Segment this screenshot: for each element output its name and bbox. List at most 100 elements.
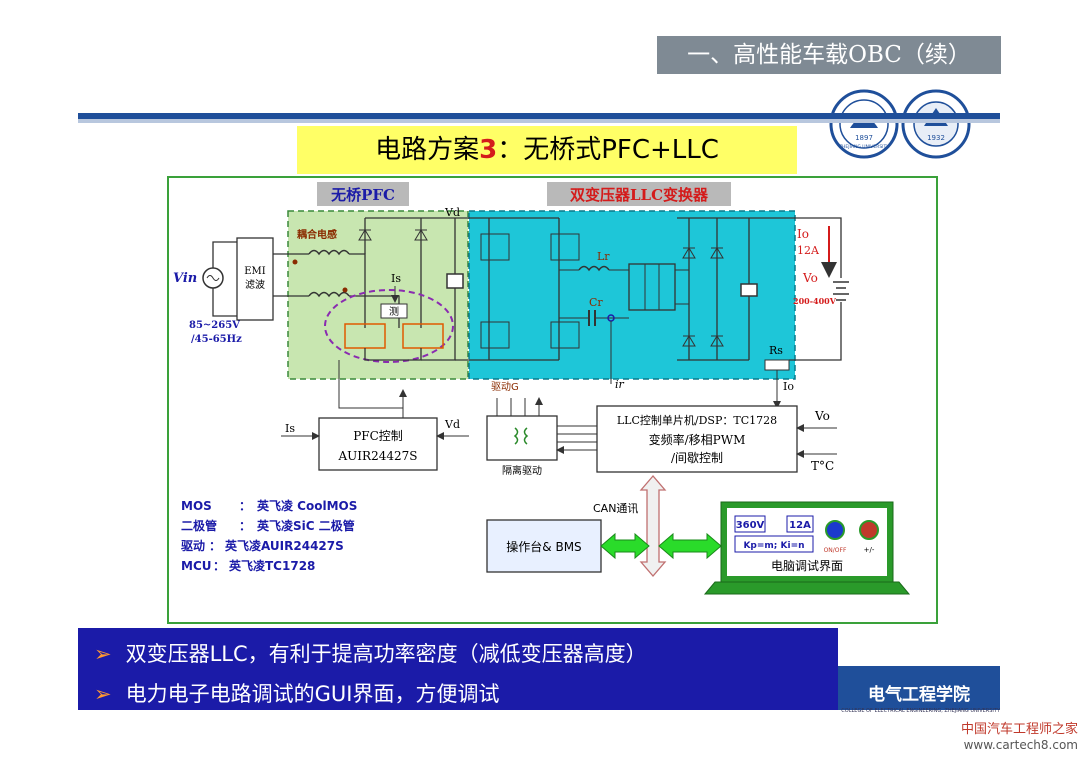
cr-label: Cr <box>589 296 603 309</box>
gui-pid-field[interactable]: Kp=m; Ki=n <box>743 541 804 551</box>
rect-diode-icon <box>682 335 696 347</box>
top-band <box>78 113 1000 123</box>
plusminus-label: +/- <box>864 546 875 554</box>
inductor-bottom-icon <box>308 291 350 298</box>
temp-label: T°C <box>811 459 834 473</box>
component-value: 英飞凌AUIR24427S <box>225 538 344 553</box>
college-band <box>838 666 1000 710</box>
bullet-text: 双变压器LLC，有利于提高功率密度（减低变压器高度） <box>125 642 647 666</box>
llc-control-title: LLC控制单片机/DSP：TC1728 <box>617 413 777 427</box>
title-number: 3 <box>479 135 498 165</box>
title-prefix: 电路方案 <box>375 135 480 165</box>
sense-ellipse <box>324 289 454 363</box>
vo-label: Vo <box>802 271 818 285</box>
vo-range: 200-400V <box>793 296 837 306</box>
pfc-area <box>287 210 469 380</box>
gui-link-arrow <box>658 532 722 560</box>
lr-inductor-icon <box>578 265 610 272</box>
io-sense-label: Io <box>783 380 794 393</box>
pfc-control-chip: AUIR24427S <box>338 449 418 463</box>
input-range-1: 85~265V <box>189 320 240 331</box>
can-label: CAN通讯 <box>593 502 638 515</box>
transformer-icon <box>628 263 676 311</box>
llc-control-burst: /间歇控制 <box>671 451 723 465</box>
gui-current-field[interactable]: 12A <box>789 520 811 531</box>
emi-label-1: EMI <box>244 266 266 277</box>
llc-control-block <box>596 405 798 473</box>
bullet-box: ➢ 双变压器LLC，有利于提高功率密度（减低变压器高度） ➢ 电力电子电路调试的GU… <box>78 628 838 710</box>
llc-switch-icon <box>550 233 580 261</box>
vin-label: Vin <box>173 271 197 286</box>
component-value: 英飞凌TC1728 <box>229 558 315 573</box>
console-bms-block <box>486 519 602 573</box>
plusminus-button[interactable] <box>859 520 879 540</box>
zju-logo-icon: 1897 ZHEJIANG UNIVERSITY <box>829 89 899 159</box>
llc-vo-input-label: Vo <box>814 409 830 423</box>
title-suffix: ：无桥式PFC+LLC <box>497 135 719 165</box>
pfc-vd-input-label: Vd <box>444 418 460 431</box>
llc-control-pwm: 变频率/移相PWM <box>649 432 746 447</box>
llc-section-label: 双变压器LLC变换器 <box>570 186 709 204</box>
input-range-2: /45-65Hz <box>191 334 242 345</box>
component-key: MOS <box>181 499 212 513</box>
logo-year-right: 1932 <box>927 134 945 142</box>
io-label: Io <box>797 227 809 241</box>
ir-label: ir <box>615 378 625 391</box>
llc-section-label-bg <box>547 182 731 206</box>
rect-diode-icon <box>710 247 724 259</box>
output-capacitor-icon <box>740 283 758 297</box>
laptop-base-icon <box>703 581 911 595</box>
isolation-transformer-icon <box>513 427 529 445</box>
bullet-text: 电力电子电路调试的GUI界面，方便调试 <box>125 682 500 706</box>
component-sep: ： <box>239 499 251 513</box>
logo-year: 1897 <box>855 134 873 142</box>
console-bms-label: 操作台& BMS <box>506 539 581 554</box>
isolated-drive-block <box>486 415 558 461</box>
io-value: 12A <box>797 244 820 257</box>
gui-voltage-field[interactable]: 360V <box>736 520 765 531</box>
pfc-is-input-label: Is <box>285 422 295 435</box>
bullet-item: ➢ 电力电子电路调试的GUI界面，方便调试 <box>94 678 499 708</box>
rect-diode-icon <box>682 247 696 259</box>
coupled-inductor-label: 耦合电感 <box>297 228 337 241</box>
pfc-section-label: 无桥PFC <box>330 186 395 204</box>
diagram-frame: 无桥PFC 双变压器LLC变换器 Vin EMI 滤波 85~265V /45-… <box>167 176 938 624</box>
can-bus-arrow <box>639 475 667 577</box>
diode-icon <box>414 229 428 241</box>
component-sep: ： <box>209 539 221 553</box>
battery-icon <box>833 281 849 301</box>
component-sep: ： <box>213 559 225 573</box>
slide-title: 电路方案3：无桥式PFC+LLC <box>297 126 797 174</box>
bullet-arrow-icon: ➢ <box>94 682 112 706</box>
pfc-control-block <box>318 417 438 471</box>
emi-label-2: 滤波 <box>245 278 265 291</box>
cr-capacitor-icon <box>588 310 596 326</box>
logo-name: ZHEJIANG UNIVERSITY <box>839 144 889 150</box>
rs-label: Rs <box>769 344 783 357</box>
inductor-top-icon <box>308 249 350 256</box>
watermark-text: 中国汽车工程师之家 <box>960 722 1078 737</box>
component-key: 二极管 <box>181 518 217 533</box>
component-sep: ： <box>239 519 251 533</box>
pfc-section-label-bg <box>317 182 409 206</box>
rs-resistor-icon <box>764 359 790 371</box>
console-link-arrow <box>600 532 650 560</box>
llc-switch-icon <box>480 321 510 349</box>
sense-box-label: 测 <box>389 305 399 318</box>
llc-switch-icon <box>550 321 580 349</box>
header-tab: 一、高性能车载OBC（续） <box>657 36 1001 74</box>
bullet-item: ➢ 双变压器LLC，有利于提高功率密度（减低变压器高度） <box>94 638 647 668</box>
component-key: MCU <box>181 559 212 573</box>
drive-g-label: 驱动G <box>491 381 519 393</box>
pfc-control-label: PFC控制 <box>353 429 403 443</box>
vd-bus-label: Vd <box>444 206 460 219</box>
sense-box <box>380 303 408 319</box>
college-name: 电气工程学院 <box>868 685 970 705</box>
llc-switch-icon <box>480 233 510 261</box>
bullet-arrow-icon: ➢ <box>94 642 112 666</box>
onoff-label: ON/OFF <box>824 547 847 554</box>
component-value: 英飞凌SiC 二极管 <box>257 518 355 533</box>
onoff-button[interactable] <box>825 520 845 540</box>
component-value: 英飞凌 CoolMOS <box>257 498 357 513</box>
diode-icon <box>358 229 372 241</box>
